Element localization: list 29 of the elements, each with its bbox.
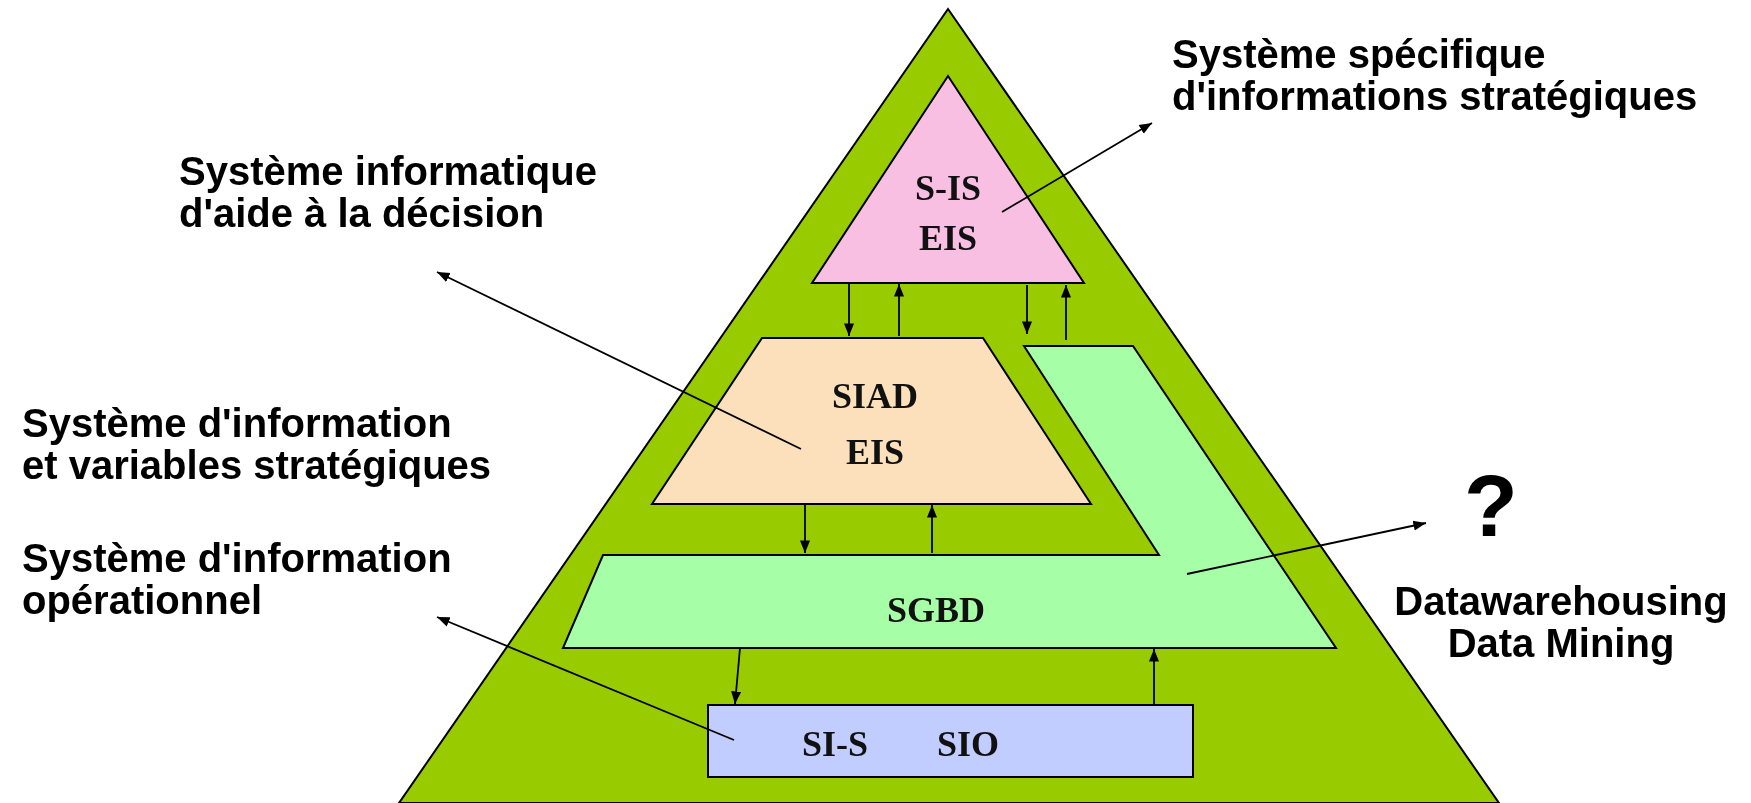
layer-label: SIO	[937, 724, 999, 764]
layer-label: SIAD	[832, 376, 918, 416]
layer-label: EIS	[846, 432, 904, 472]
l-shaped-layer	[563, 346, 1336, 648]
arrow	[1186, 520, 1427, 575]
arrow	[1001, 122, 1153, 213]
annotation-text: Système informatique d'aide à la décision	[179, 150, 598, 234]
arrow	[436, 271, 802, 450]
arrow	[1148, 648, 1160, 705]
annotation-text: Système spécifique d'informations stratégiques	[1172, 33, 1699, 117]
arrow	[893, 283, 905, 337]
question-mark: ?	[1464, 462, 1518, 550]
layer-label: SI-S	[802, 724, 868, 764]
arrow	[843, 283, 855, 337]
arrow	[1021, 284, 1033, 335]
annotation-text: Datawarehousing Data Mining	[1393, 580, 1729, 664]
layer-label: EIS	[919, 218, 977, 258]
top-triangle	[812, 76, 1084, 283]
layer-label: S-IS	[915, 168, 981, 208]
arrow	[1060, 284, 1072, 341]
arrow	[926, 504, 938, 554]
annotation-text: Système d'information et variables stratégiques	[22, 402, 493, 486]
arrow	[731, 647, 742, 705]
base-rectangle	[708, 705, 1193, 777]
trapezoid-layer	[652, 338, 1091, 504]
arrow	[436, 616, 735, 741]
annotation-text: Système d'information opérationnel	[22, 537, 453, 621]
arrow	[799, 503, 811, 554]
layer-label: SGBD	[887, 590, 985, 630]
